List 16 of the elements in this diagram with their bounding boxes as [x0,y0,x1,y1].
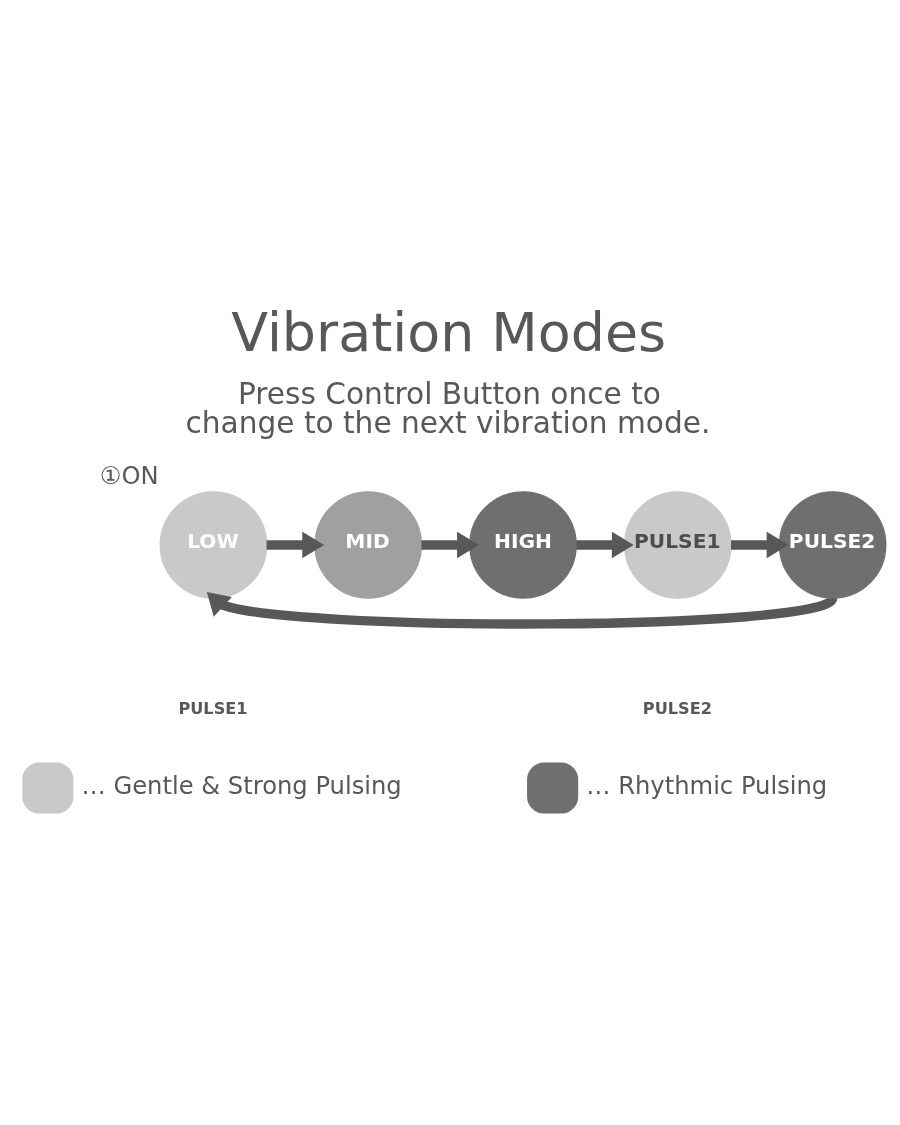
diagram-title: Vibration Modes [231,300,667,364]
node-circle: HIGH [469,491,577,599]
arrow [266,531,325,559]
node-circle: PULSE1 [623,491,732,599]
node-circle: PULSE2 [778,491,887,599]
caption: Press Control Button once to change to the next vibration mode. [185,376,711,441]
label: PULSE1 [178,699,248,719]
arrow [731,531,789,559]
node-label: ①ON [99,462,159,491]
legend-label: … Gentle & Strong Pulsing [81,771,402,800]
node-circle: MID [314,491,423,599]
label: PULSE2 [642,699,712,719]
arrow [206,592,836,629]
legend-label: … Rhythmic Pulsing [586,771,828,800]
arrow [421,531,479,559]
arrow [576,531,634,559]
